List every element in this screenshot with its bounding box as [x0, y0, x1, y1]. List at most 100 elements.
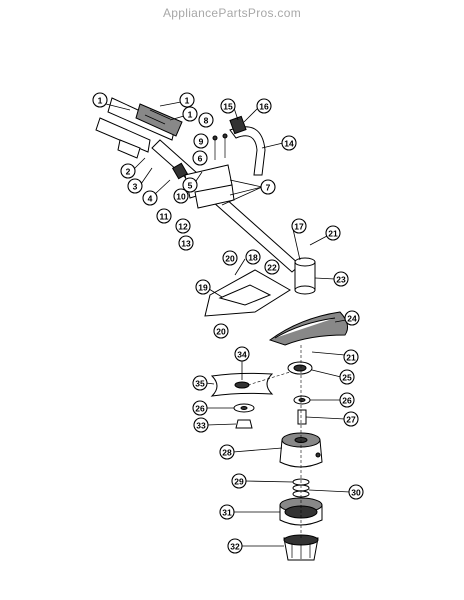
callout-7: 7: [260, 179, 276, 195]
callout-3: 3: [127, 178, 143, 194]
callout-number: 1: [188, 110, 193, 120]
callout-number: 20: [216, 327, 226, 337]
callout-number: 34: [237, 350, 247, 360]
callout-circle: [175, 218, 191, 234]
callout-23: 23: [333, 271, 349, 287]
bump-knob: [283, 534, 319, 561]
callout-number: 14: [284, 139, 294, 149]
callout-34: 34: [234, 346, 250, 362]
callout-number: 21: [346, 353, 356, 363]
callout-circle: [193, 133, 209, 149]
callout-circle: [339, 369, 355, 385]
watermark-text: AppliancePartsPros.com: [163, 6, 301, 20]
callout-circle: [260, 179, 276, 195]
callout-circle: [142, 190, 158, 206]
callout-circle: [348, 484, 364, 500]
callout-circle: [192, 375, 208, 391]
callout-circle: [219, 504, 235, 520]
callout-circle: [179, 92, 195, 108]
callout-circle: [256, 98, 272, 114]
callout-number: 31: [222, 508, 232, 518]
callout-20: 20: [222, 250, 238, 266]
callout-circle: [182, 177, 198, 193]
washer-and-nut: [233, 403, 255, 429]
callout-9: 9: [193, 133, 209, 149]
callout-2: 2: [120, 163, 136, 179]
callout-4: 4: [142, 190, 158, 206]
arbor-and-washers: [287, 361, 313, 425]
callout-number: 1: [185, 96, 190, 106]
callout-number: 1: [98, 96, 103, 106]
callout-number: 6: [198, 154, 203, 164]
callout-circle: [92, 92, 108, 108]
callout-21: 21: [325, 225, 341, 241]
callout-circle: [343, 349, 359, 365]
callout-24: 24: [344, 310, 360, 326]
callout-10: 10: [173, 188, 189, 204]
callout-circle: [220, 98, 236, 114]
callout-1: 1: [179, 92, 195, 108]
callout-33: 33: [193, 417, 209, 433]
callout-number: 17: [294, 222, 304, 232]
callout-number: 7: [266, 183, 271, 193]
callout-number: 15: [223, 102, 233, 112]
callout-number: 9: [199, 137, 204, 147]
callout-circle: [291, 218, 307, 234]
callout-number: 35: [195, 379, 205, 389]
callout-number: 16: [259, 102, 269, 112]
callout-20: 20: [213, 323, 229, 339]
callout-circle: [343, 411, 359, 427]
callout-circle: [198, 112, 214, 128]
callout-circle: [339, 392, 355, 408]
callout-number: 12: [178, 222, 188, 232]
callout-number: 26: [195, 404, 205, 414]
callout-22: 22: [264, 259, 280, 275]
callout-27: 27: [343, 411, 359, 427]
guard-and-gearhead: [204, 257, 316, 317]
callout-number: 11: [160, 212, 169, 222]
callout-circle: [178, 235, 194, 251]
callout-number: 27: [346, 415, 356, 425]
callout-number: 30: [351, 488, 361, 498]
cutting-blade: [210, 372, 274, 397]
callout-1: 1: [182, 106, 198, 122]
callout-13: 13: [178, 235, 194, 251]
callout-number: 18: [248, 253, 258, 263]
callout-circle: [325, 225, 341, 241]
callout-circle: [234, 346, 250, 362]
callout-circle: [193, 417, 209, 433]
callout-circle: [245, 249, 261, 265]
callout-circle: [333, 271, 349, 287]
callout-6: 6: [192, 150, 208, 166]
callout-number: 13: [181, 239, 191, 249]
callout-number: 26: [342, 396, 352, 406]
callout-14: 14: [281, 135, 297, 151]
callout-30: 30: [348, 484, 364, 500]
callout-circle: [192, 400, 208, 416]
callout-circle: [281, 135, 297, 151]
callout-circle: [264, 259, 280, 275]
callout-number: 2: [126, 167, 131, 177]
callout-number: 5: [188, 181, 193, 191]
leader-lines: [105, 101, 351, 547]
callout-15: 15: [220, 98, 236, 114]
callout-26: 26: [339, 392, 355, 408]
callout-number: 22: [267, 263, 277, 273]
callout-number: 32: [230, 542, 240, 552]
callout-circle: [227, 538, 243, 554]
callout-19: 19: [195, 279, 211, 295]
callout-29: 29: [231, 473, 247, 489]
callout-number: 3: [133, 182, 138, 192]
callout-circle: [195, 279, 211, 295]
callout-28: 28: [219, 444, 235, 460]
callout-18: 18: [245, 249, 261, 265]
callout-circle: [192, 150, 208, 166]
callout-number: 4: [148, 194, 153, 204]
callout-number: 20: [225, 254, 235, 264]
callout-number: 29: [234, 477, 244, 487]
callout-21: 21: [343, 349, 359, 365]
callout-number: 8: [204, 116, 209, 126]
callout-circle: [231, 473, 247, 489]
